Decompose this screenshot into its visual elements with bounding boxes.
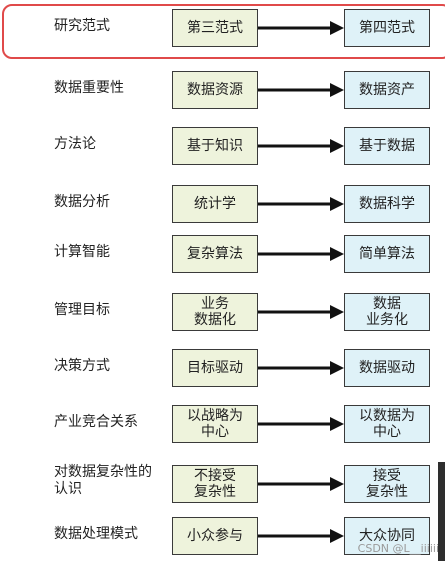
to-box: 接受 复杂性 (344, 465, 430, 503)
to-box: 简单算法 (344, 235, 430, 273)
to-box: 基于数据 (344, 127, 430, 165)
row-label: 对数据复杂性的 认识 (54, 464, 152, 497)
from-box: 复杂算法 (172, 235, 258, 273)
edge-bar (438, 462, 445, 561)
to-box: 以数据为 中心 (344, 405, 430, 443)
arrow-icon (258, 477, 344, 491)
diagram-row: 数据处理模式 小众参与 大众协同 (0, 512, 445, 558)
to-box: 数据 业务化 (344, 293, 430, 331)
row-label: 管理目标 (54, 302, 110, 318)
arrow-icon (258, 197, 344, 211)
diagram-row: 计算智能 复杂算法 简单算法 (0, 230, 445, 276)
arrow-icon (258, 83, 344, 97)
arrow-icon (258, 529, 344, 543)
diagram-row: 数据分析 统计学 数据科学 (0, 180, 445, 226)
row-label: 数据分析 (54, 194, 110, 210)
row-label: 研究范式 (54, 18, 110, 34)
row-label: 计算智能 (54, 244, 110, 260)
row-label: 数据处理模式 (54, 526, 138, 542)
diagram-row: 研究范式 第三范式 第四范式 (0, 4, 445, 50)
highlight-frame (2, 4, 445, 59)
row-label: 产业竞合关系 (54, 414, 138, 430)
from-box: 基于知识 (172, 127, 258, 165)
from-box: 目标驱动 (172, 349, 258, 387)
from-box: 不接受 复杂性 (172, 465, 258, 503)
to-box: 数据科学 (344, 185, 430, 223)
from-box: 统计学 (172, 185, 258, 223)
row-label: 方法论 (54, 136, 96, 152)
to-box: 数据驱动 (344, 349, 430, 387)
from-box: 第三范式 (172, 9, 258, 47)
arrow-icon (258, 361, 344, 375)
arrow-icon (258, 21, 344, 35)
to-box: 数据资产 (344, 71, 430, 109)
to-box: 大众协同 (344, 517, 430, 555)
arrow-icon (258, 305, 344, 319)
arrow-icon (258, 417, 344, 431)
from-box: 小众参与 (172, 517, 258, 555)
arrow-icon (258, 247, 344, 261)
from-box: 数据资源 (172, 71, 258, 109)
diagram-row: 管理目标 业务 数据化 数据 业务化 (0, 288, 445, 334)
from-box: 业务 数据化 (172, 293, 258, 331)
arrow-icon (258, 139, 344, 153)
diagram-row: 方法论 基于知识 基于数据 (0, 122, 445, 168)
row-label: 决策方式 (54, 358, 110, 374)
row-label: 数据重要性 (54, 80, 124, 96)
diagram-row: 产业竞合关系 以战略为 中心 以数据为 中心 (0, 400, 445, 446)
diagram-row: 对数据复杂性的 认识不接受 复杂性 接受 复杂性 (0, 460, 445, 506)
diagram-row: 决策方式 目标驱动 数据驱动 (0, 344, 445, 390)
watermark: CSDN @L__iiiiii (357, 542, 439, 555)
diagram-row: 数据重要性 数据资源 数据资产 (0, 66, 445, 112)
to-box: 第四范式 (344, 9, 430, 47)
from-box: 以战略为 中心 (172, 405, 258, 443)
